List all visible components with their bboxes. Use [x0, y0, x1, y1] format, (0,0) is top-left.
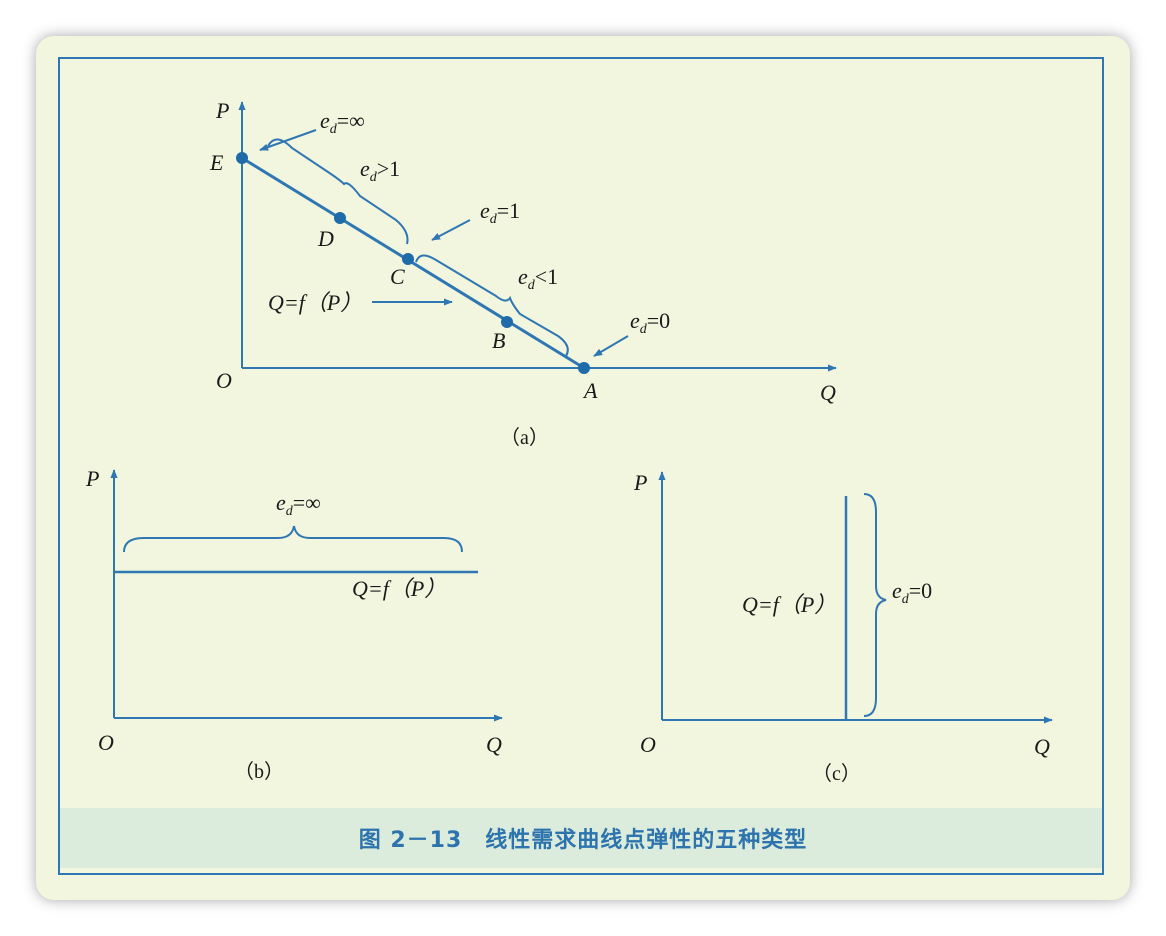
point-C-label: C: [390, 264, 405, 289]
c-panel-label: （c）: [812, 762, 861, 785]
c-elasticity: ed=0: [892, 578, 932, 607]
a-panel-label: （a）: [500, 426, 549, 449]
b-brace: [123, 525, 463, 553]
a-brace-lt1: [415, 254, 569, 357]
c-x-label: Q: [1034, 734, 1050, 759]
a-origin-label: O: [216, 368, 232, 393]
a-y-label: P: [215, 98, 229, 123]
point-A-marker: [578, 362, 590, 374]
c-curve-label: Q=f（P）: [742, 592, 836, 617]
a-elasticity-eq1: ed=1: [480, 198, 520, 227]
point-E-label: E: [209, 150, 224, 175]
point-E-marker: [236, 152, 248, 164]
point-D-marker: [334, 212, 346, 224]
a-x-label: Q: [820, 380, 836, 405]
figure-card: [36, 36, 1130, 900]
a-elasticity-zero: ed=0: [630, 308, 670, 337]
a-elasticity-inf: ed=∞: [320, 108, 365, 137]
point-D-label: D: [317, 226, 334, 251]
b-panel-label: （b）: [234, 760, 284, 783]
a-demand-line: [241, 156, 585, 370]
b-origin-label: O: [98, 730, 114, 755]
a-arrow-eq1: [431, 219, 471, 241]
c-brace: [863, 493, 887, 717]
a-arrow-inf: [259, 129, 317, 151]
c-y-label: P: [633, 470, 647, 495]
caption-band: [60, 808, 1102, 868]
b-elasticity: ed=∞: [276, 490, 321, 519]
figure-frame: [58, 57, 1104, 875]
a-elasticity-gt1: ed>1: [360, 156, 400, 185]
c-origin-label: O: [640, 732, 656, 757]
a-arrow-zero: [593, 335, 629, 357]
a-curve-label: Q=f（P）: [268, 290, 362, 315]
point-C-marker: [402, 253, 414, 265]
point-B-marker: [501, 316, 513, 328]
point-B-label: B: [492, 328, 505, 353]
b-x-label: Q: [486, 732, 502, 757]
point-A-label: A: [582, 378, 598, 403]
b-curve-label: Q=f（P）: [352, 576, 446, 601]
b-y-label: P: [85, 466, 99, 491]
a-elasticity-lt1: ed<1: [518, 264, 558, 293]
figure-caption: 图 2－13 线性需求曲线点弹性的五种类型: [358, 828, 808, 853]
